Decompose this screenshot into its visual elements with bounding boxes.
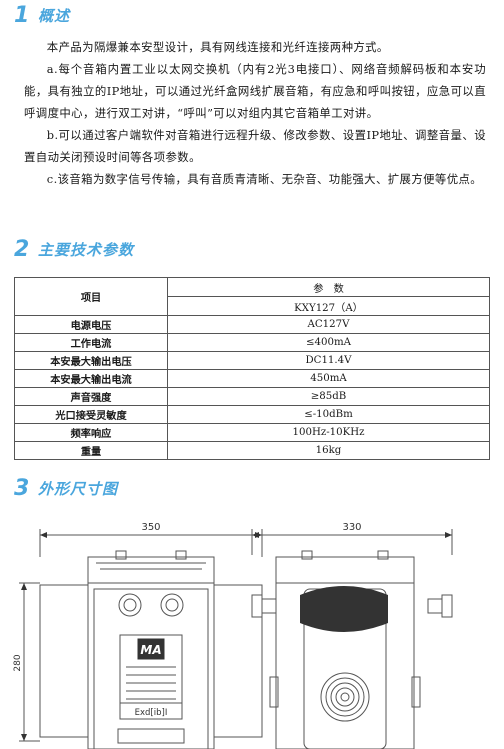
emergency-button [118,593,142,617]
intro-paragraph-a: a.每个音箱内置工业以太网交换机（内有2光3电接口）、网络音频解码板和本安功能，… [24,62,486,120]
speaker-grille [320,672,370,722]
side-body [275,582,415,749]
section-1-heading: 1 概述 [14,2,71,28]
row-label: 光口接受灵敏度 [14,405,168,424]
table-row: 声音强度≥85dB [14,387,490,406]
row-value: ≤400mA [167,333,490,352]
row-value: ≥85dB [167,387,490,406]
section-3-title: 外形尺寸图 [38,479,119,498]
front-view [19,529,263,749]
front-width-label: 350 [141,522,160,533]
row-label: 频率响应 [14,423,168,442]
row-label: 工作电流 [14,333,168,352]
height-label: 280 [13,654,23,671]
intro-paragraph-1: 本产品为隔爆兼本安型设计，具有网线连接和光纤连接两种方式。 [46,40,389,54]
section-2-title: 主要技术参数 [38,240,135,259]
ex-mark: Exd[ib]I [135,708,168,718]
model-cell: KXY127（A） [167,296,490,316]
intro-paragraph-c: c.该音箱为数字信号传输，具有音质青清晰、无杂音、功能强大、扩展方便等优点。 [46,172,483,186]
intro-paragraph-b: b.可以通过客户端软件对音箱进行远程升级、修改参数、设置IP地址、调整音量、设置… [24,128,486,164]
row-label: 声音强度 [14,387,168,406]
call-button [160,593,184,617]
section-2-heading: 2 主要技术参数 [14,236,135,262]
row-value: AC127V [167,315,490,334]
item-header: 项目 [14,277,168,316]
section-1-number: 1 [14,2,30,28]
dimension-drawing: 350 330 280 MA Exd[ib]I [13,522,453,749]
table-header-row: 项目 参 数 [14,277,490,316]
row-label: 电源电压 [14,315,168,334]
row-label: 本安最大输出电流 [14,369,168,388]
row-value: 100Hz-10KHz [167,423,490,442]
table-row: 光口接受灵敏度≤-10dBm [14,405,490,424]
right-flange [213,584,263,738]
section-2-number: 2 [14,236,30,262]
section-1-title: 概述 [38,6,71,25]
section-3-heading: 3 外形尺寸图 [14,475,119,501]
side-view [251,529,453,749]
table-row: 工作电流≤400mA [14,333,490,352]
ma-logo: MA [140,643,161,657]
row-value: 16kg [167,441,490,460]
row-value: DC11.4V [167,351,490,370]
intro-text: 本产品为隔爆兼本安型设计，具有网线连接和光纤连接两种方式。 a.每个音箱内置工业… [24,36,486,190]
row-label: 重量 [14,441,168,460]
row-label: 本安最大输出电压 [14,351,168,370]
param-header: 参 数 [167,277,490,297]
section-3-number: 3 [14,475,30,501]
row-value: 450mA [167,369,490,388]
row-value: ≤-10dBm [167,405,490,424]
left-flange [39,584,89,738]
front-body [87,582,215,749]
side-width-label: 330 [342,522,361,533]
